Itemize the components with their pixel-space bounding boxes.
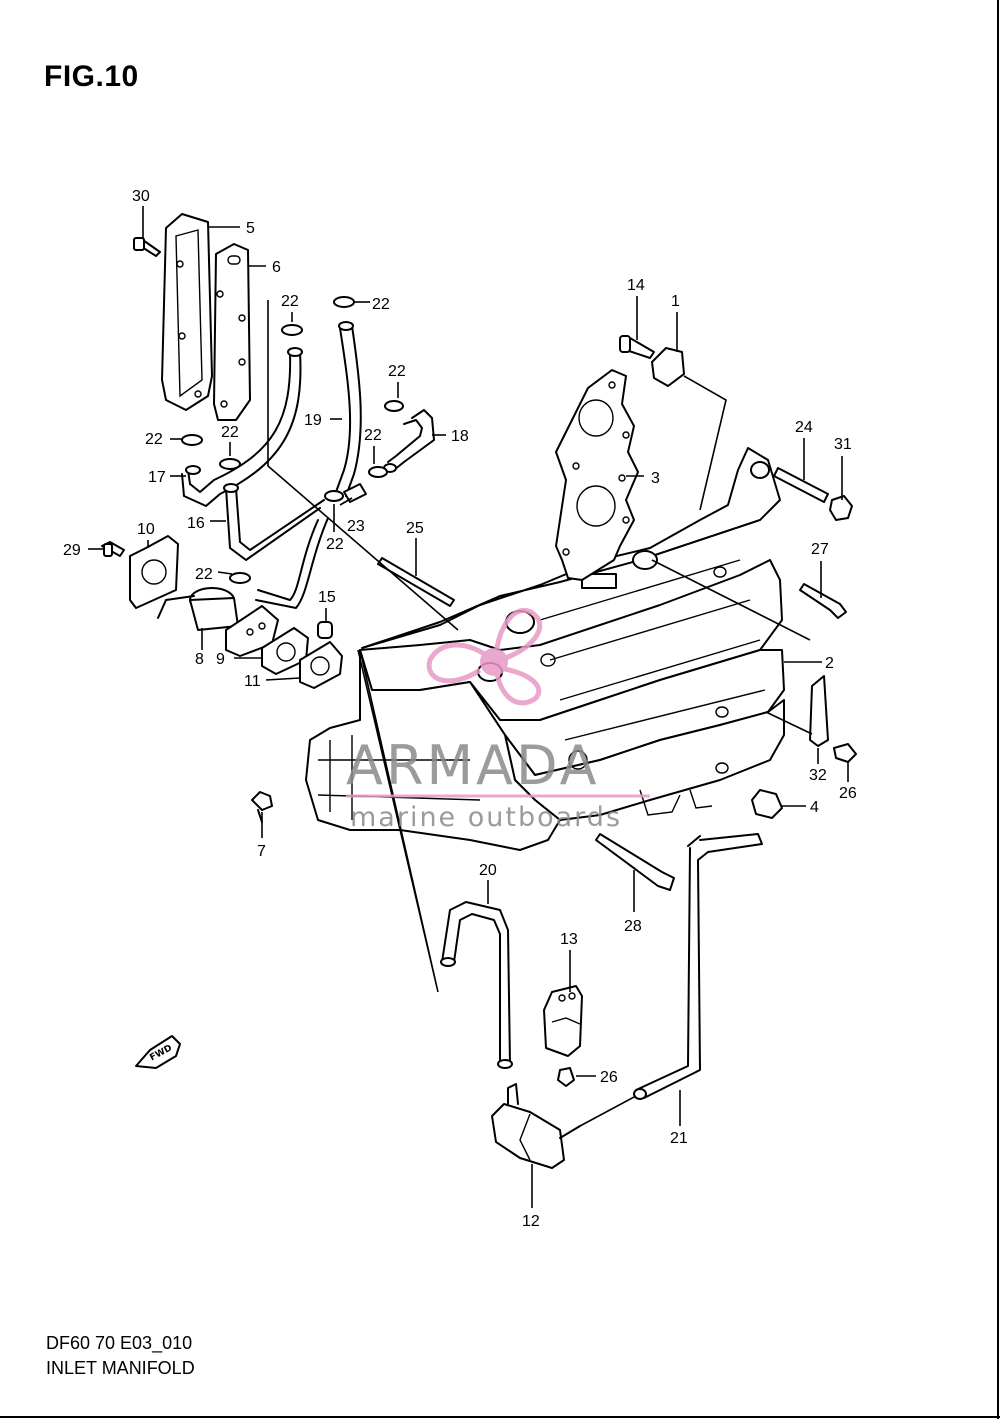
part-19-hose	[335, 321, 362, 497]
part-6-cover-gasket	[213, 243, 251, 421]
callout-22: 22	[372, 296, 390, 313]
callout-4: 4	[810, 799, 819, 816]
part-5-cover	[161, 213, 213, 411]
callout-32: 32	[809, 767, 827, 784]
callout-20: 20	[479, 862, 497, 879]
callout-13: 13	[560, 931, 578, 948]
callout-22: 22	[388, 363, 406, 380]
part-15-pin	[317, 621, 333, 639]
part-20-hose	[440, 901, 513, 1069]
part-23-fitting	[343, 483, 367, 503]
part-26-bolt-lower	[557, 1067, 575, 1087]
callout-26: 26	[839, 785, 857, 802]
callout-27: 27	[811, 541, 829, 558]
leader-lines	[88, 206, 849, 1208]
armada-watermark: ARMADA marine outboards	[346, 608, 650, 833]
watermark-tagline: marine outboards	[350, 802, 622, 833]
callout-22: 22	[326, 536, 344, 553]
part-12-fuel-filter	[491, 1083, 581, 1169]
part-28-bolt	[595, 833, 675, 891]
part-13-hose-clamp	[543, 985, 583, 1057]
callout-22: 22	[281, 293, 299, 310]
callout-10: 10	[137, 521, 155, 538]
callout-5: 5	[246, 220, 255, 237]
callout-22: 22	[364, 427, 382, 444]
part-24-bolt	[773, 467, 829, 503]
callout-25: 25	[406, 520, 424, 537]
part-3-manifold-gasket	[555, 369, 639, 581]
part-11-gasket	[261, 627, 343, 689]
callout-7: 7	[257, 843, 266, 860]
callout-28: 28	[624, 918, 642, 935]
part-10-plate	[129, 535, 179, 609]
callout-16: 16	[187, 515, 205, 532]
callout-8: 8	[195, 651, 204, 668]
callout-24: 24	[795, 419, 813, 436]
callout-31: 31	[834, 436, 852, 453]
part-22-clamps	[181, 296, 404, 584]
callout-12: 12	[522, 1213, 540, 1230]
callout-22: 22	[221, 424, 239, 441]
callout-29: 29	[63, 542, 81, 559]
callout-labels: 30 5 6 22 22 14 1 22 19 18 22 22 22 3 24…	[63, 188, 857, 1230]
callout-1: 1	[671, 293, 680, 310]
figure-title: FIG.10	[44, 60, 139, 93]
part-7-plug	[251, 791, 273, 823]
callout-15: 15	[318, 589, 336, 606]
callout-11: 11	[244, 673, 261, 690]
part-8-valve	[157, 587, 239, 631]
callout-6: 6	[272, 259, 281, 276]
part-16-hose	[223, 483, 329, 609]
callout-17: 17	[148, 469, 166, 486]
callout-9: 9	[216, 651, 225, 668]
part-21-hose	[633, 833, 763, 1100]
callout-22: 22	[195, 566, 213, 583]
callout-2: 2	[825, 655, 834, 672]
part-17-hose	[181, 347, 303, 507]
part-4-collar	[751, 789, 783, 819]
callout-22: 22	[145, 431, 163, 448]
inlet-manifold-body	[305, 447, 785, 993]
part-1-bracket	[651, 347, 685, 387]
part-30-bolt	[133, 237, 161, 257]
callout-3: 3	[651, 470, 660, 487]
callout-30: 30	[132, 188, 150, 205]
propeller-logo-icon	[426, 608, 543, 706]
callout-14: 14	[627, 277, 645, 294]
part-14-bolt	[619, 335, 655, 359]
part-26-bolt-upper	[833, 743, 857, 763]
part-25-stud	[377, 557, 455, 607]
callout-23: 23	[347, 518, 365, 535]
callout-19: 19	[304, 412, 322, 429]
watermark-brand: ARMADA	[346, 734, 600, 797]
part-18-hose	[383, 409, 435, 473]
figure-name: INLET MANIFOLD	[46, 1358, 195, 1378]
callout-21: 21	[670, 1130, 688, 1147]
part-27-bolt	[799, 583, 847, 619]
drawing-code: DF60 70 E03_010	[46, 1333, 193, 1353]
part-29-bolt	[101, 541, 125, 557]
forward-direction-arrow-icon: FWD	[135, 1035, 181, 1069]
part-32-bracket	[809, 675, 829, 747]
callout-18: 18	[451, 428, 469, 445]
part-31-nut	[829, 495, 853, 521]
callout-26: 26	[600, 1069, 618, 1086]
